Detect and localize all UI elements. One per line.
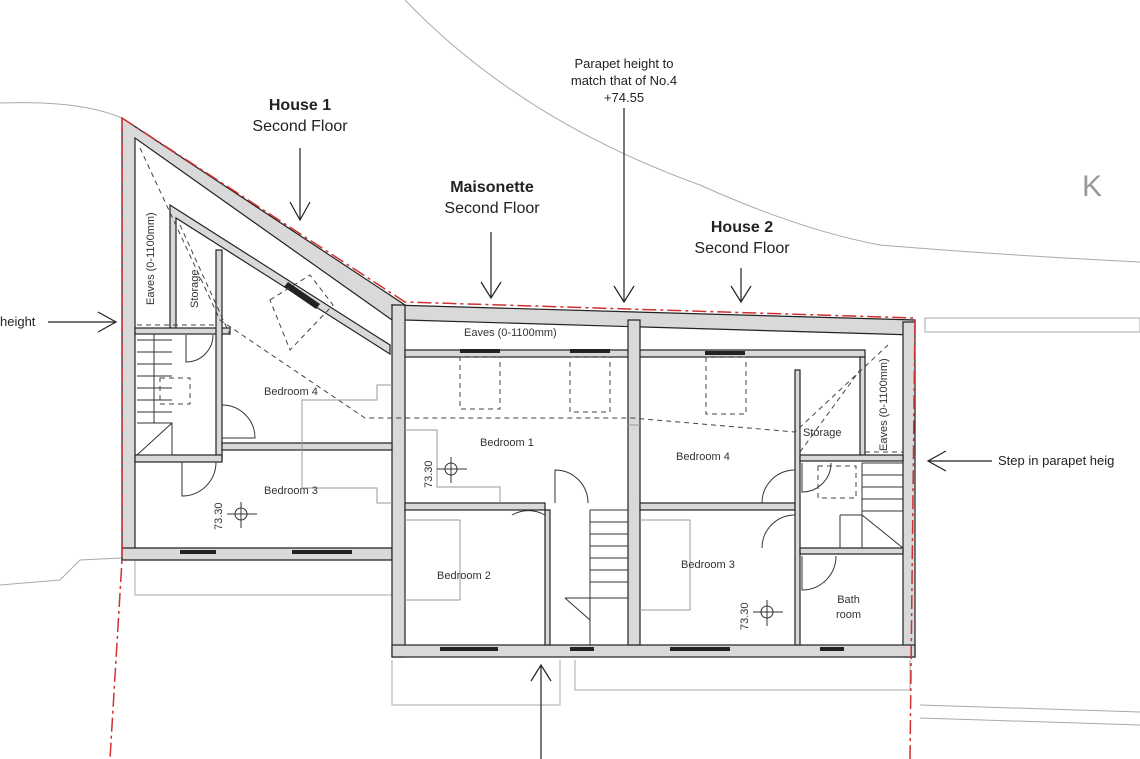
street-name: K i: [1082, 170, 1140, 203]
parapet-note: Parapet height to match that of No.4 +74.5…: [554, 55, 694, 106]
level-label: 73.30: [423, 460, 435, 488]
parapet-note-line: Parapet height to: [574, 56, 674, 71]
site-boundary: [109, 118, 123, 759]
house2-floor: Second Floor: [694, 240, 790, 257]
site-line: [0, 557, 123, 586]
house2-title: House 2 Second Floor: [682, 217, 802, 259]
level-label: 73.30: [739, 602, 751, 630]
house1-name: House 1: [268, 97, 332, 114]
stairs: [136, 334, 904, 645]
room-label: Bedroom 4: [264, 386, 318, 398]
room-label: Storage: [189, 269, 201, 308]
room-label: Bedroom 3: [681, 559, 735, 571]
room-label: Bedroom 3: [264, 485, 318, 497]
terrace-outline: [134, 560, 911, 706]
room-label-line: room: [836, 609, 862, 621]
windows: [180, 282, 844, 651]
annotation-arrows: [48, 108, 992, 759]
parapet-note-line: match that of No.4: [570, 73, 678, 88]
site-boundary: [121, 117, 916, 759]
step-in-parapet-note: Step in parapet heig: [998, 453, 1115, 468]
house2-name: House 2: [710, 219, 774, 236]
site-line: [404, 0, 1140, 263]
maisonette-name: Maisonette: [450, 179, 534, 196]
site-line: [919, 704, 1140, 726]
room-label-line: Bath: [837, 594, 860, 606]
room-label: Eaves (0-1100mm): [464, 327, 557, 339]
room-label: Bedroom 2: [437, 570, 491, 582]
house1-title: House 1 Second Floor: [240, 95, 360, 137]
room-label: Bedroom 4: [676, 451, 730, 463]
doors: [181, 334, 837, 591]
room-label: Storage: [803, 427, 842, 439]
neighbour-wall: [924, 317, 1140, 333]
room-label: Bedroom 1: [480, 437, 534, 449]
parapet-height-note: height: [0, 314, 36, 329]
room-label: Eaves (0-1100mm): [878, 358, 890, 451]
house1-floor: Second Floor: [252, 118, 348, 135]
parapet-level: +74.55: [603, 90, 645, 105]
overhead-dashed-lines: [137, 147, 903, 499]
site-line: [0, 102, 123, 119]
room-label: Eaves (0-1100mm): [145, 212, 157, 305]
level-markers: [227, 457, 783, 626]
room-label: Bath room: [836, 593, 861, 623]
level-label: 73.30: [213, 502, 225, 530]
maisonette-floor: Second Floor: [444, 200, 540, 217]
furniture-outlines: [301, 384, 691, 611]
